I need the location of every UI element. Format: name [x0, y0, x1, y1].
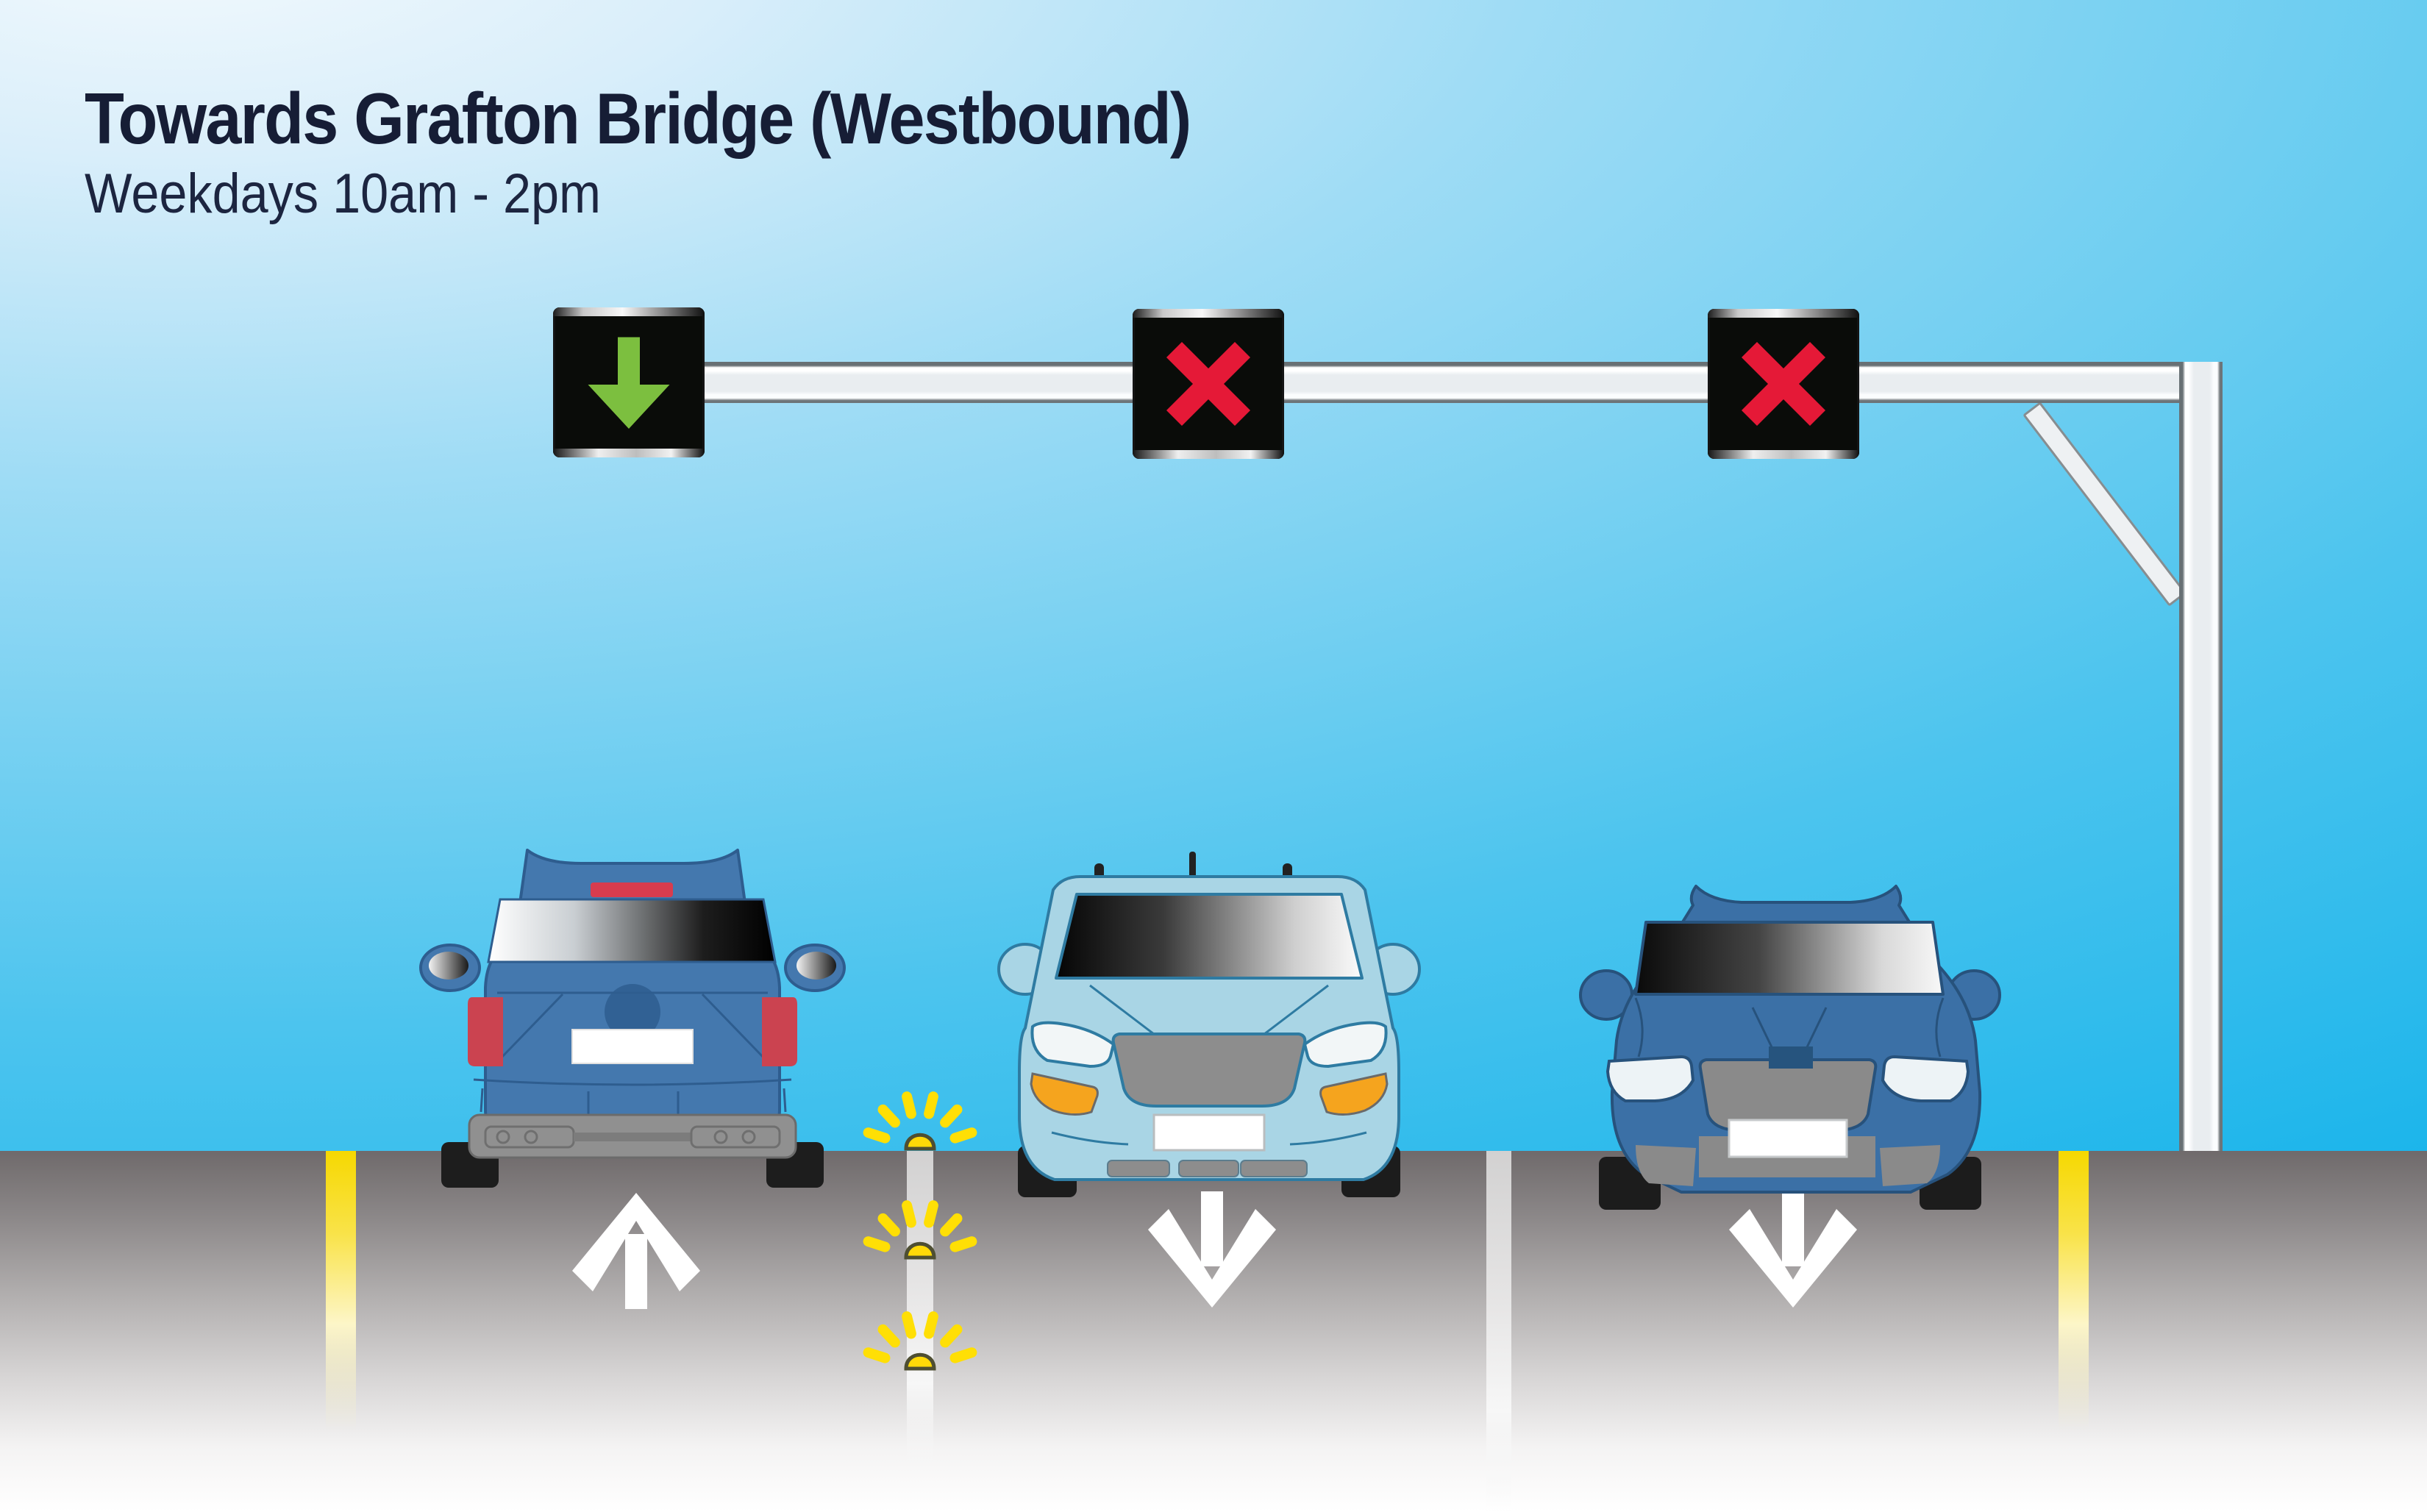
lane-1-up-arrow-marking	[572, 1193, 700, 1309]
red-x-icon	[1742, 342, 1825, 426]
yellow-edge-line-left	[326, 1151, 356, 1430]
cat-eye-reflector-icon	[863, 1091, 977, 1151]
yellow-edge-line-right	[2059, 1151, 2089, 1430]
cat-eye-reflector-icon	[863, 1311, 977, 1371]
cat-eye-reflector-icon	[863, 1200, 977, 1260]
signal-lane-2-closed	[1133, 309, 1284, 459]
gantry-post	[2179, 362, 2223, 1151]
red-x-icon	[1166, 342, 1250, 426]
page-subtitle: Weekdays 10am - 2pm	[85, 163, 602, 225]
lane-2-down-arrow-marking	[1148, 1191, 1276, 1308]
page-title: Towards Grafton Bridge (Westbound)	[85, 78, 1191, 159]
green-down-arrow-icon	[588, 337, 670, 429]
lane-3-down-arrow-marking	[1729, 1191, 1857, 1308]
signal-lane-3-closed	[1708, 309, 1859, 459]
car-lane-1-rear-view	[419, 849, 846, 1188]
signal-lane-1-open	[553, 307, 705, 457]
suv-lane-3-front-view	[1579, 885, 2001, 1210]
car-lane-2-front-view	[997, 852, 1421, 1197]
lane-divider-2-3	[1486, 1151, 1511, 1512]
gantry-beam	[632, 362, 2223, 403]
